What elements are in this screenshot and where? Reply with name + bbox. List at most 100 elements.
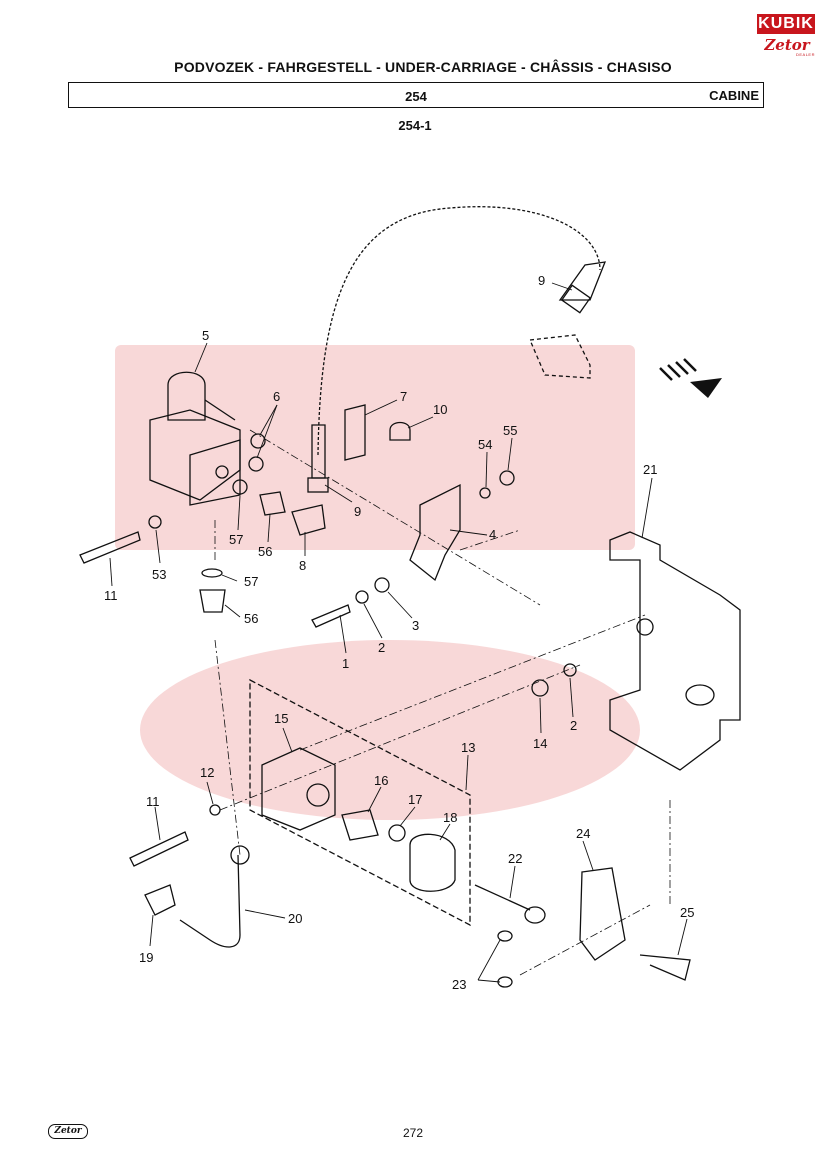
part-23-circlip-a [497,930,513,942]
callout: 4 [489,527,496,542]
callout: 10 [433,402,447,417]
callout: 25 [680,905,694,920]
dealer-watermark [115,345,640,820]
group-number: 254 [405,89,427,104]
part-7-sleeve [344,404,366,461]
callout: 17 [408,792,422,807]
callout: 13 [461,740,475,755]
callout: 54 [478,437,492,452]
callout: 8 [299,558,306,573]
part-9-hose [558,261,607,301]
assembly-lines [214,429,671,976]
part-4-bracket [409,483,461,582]
group-band: 254 CABINE [68,82,764,108]
part-3-washer [374,577,390,593]
part-12-washer [209,804,221,816]
callout: 9 [354,504,361,519]
part-57-seal-lower [201,568,223,578]
page-number: 272 [402,1126,424,1140]
part-5-cable [204,399,236,421]
callout: 2 [570,718,577,733]
part-22-rod [474,884,531,911]
callout: 15 [274,711,288,726]
part-19-fitting [144,884,176,916]
callout: 21 [643,462,657,477]
callout: 1 [342,656,349,671]
part-21-hole [636,618,654,636]
part-22-eye [524,906,546,924]
part-11-bolt-lower [129,831,189,867]
part-56-fitting-upper [259,491,286,516]
part-9-connector [529,334,591,379]
callout: 18 [443,810,457,825]
part-18-bellows [409,833,456,892]
callout: 3 [412,618,419,633]
group-label: CABINE [709,88,759,103]
part-56-fitting-lower [199,589,226,613]
part-24-lever [579,867,626,961]
part-25-clip [639,954,691,981]
callout: 23 [452,977,466,992]
callout: 11 [104,588,118,603]
part-9-nut [560,284,592,314]
part-21-bracket [609,531,741,771]
callout: 20 [288,911,302,926]
part-2-washer-lower [563,663,577,677]
page-title: PODVOZEK - FAHRGESTELL - UNDER-CARRIAGE … [174,59,672,75]
callout: 9 [538,273,545,288]
part-5-block [189,439,241,506]
callout: 14 [533,736,547,751]
subgroup-number: 254-1 [398,118,432,133]
part-6-washer-b [248,456,264,472]
callout: 16 [374,773,388,788]
callout: 24 [576,826,590,841]
part-54-washer [479,487,491,499]
part-5-coil [167,371,206,421]
direction-arrow-icon [659,358,722,398]
part-5-port [215,465,229,479]
callout-labels: 9 5 6 7 10 54 55 21 9 4 57 56 8 53 11 57… [104,273,694,992]
part-20-pipe [179,854,241,948]
callout: 56 [258,544,272,559]
brand-logo-top: KUBIK [757,14,815,34]
callout: 57 [229,532,243,547]
callout: 12 [200,765,214,780]
callout: 7 [400,389,407,404]
callout: 53 [152,567,166,582]
part-20-nut [230,845,250,865]
callout: 19 [139,950,153,965]
brand-logo-bottom: Zetor [764,36,810,54]
part-16-piston [341,809,379,841]
footer-logo: Zetor [48,1124,88,1139]
part-8-elbow [291,504,326,536]
callout: 57 [244,574,258,589]
brand-logo-subtext: DEALER [795,52,815,57]
part-11-bolt-upper [79,531,141,564]
callout: 6 [273,389,280,404]
callout: 56 [244,611,258,626]
part-23-circlip-b [497,976,513,988]
part-9-lower-nut [307,477,329,493]
part-14-nut [531,679,549,697]
part-13-assembly-frame [249,678,471,927]
part-6-washer-a [250,433,266,449]
part-1-bolt [311,604,351,628]
callout: 55 [503,423,517,438]
part-53-washer [148,515,162,529]
part-55-nut [499,470,515,486]
brand-logo: KUBIK Zetor DEALER [757,14,815,64]
callout: 11 [146,794,160,809]
part-17-ring [388,824,406,842]
callout: 2 [378,640,385,655]
part-2-washer-upper [355,590,369,604]
callout: 5 [202,328,209,343]
part-10-clamp [389,421,411,441]
callout: 22 [508,851,522,866]
part-21-pin [685,684,715,706]
wire-loop [317,206,601,456]
leader-lines [109,282,688,983]
part-57-seal-upper [232,479,248,495]
part-15-block [261,747,336,831]
part-15-bore [306,783,330,807]
